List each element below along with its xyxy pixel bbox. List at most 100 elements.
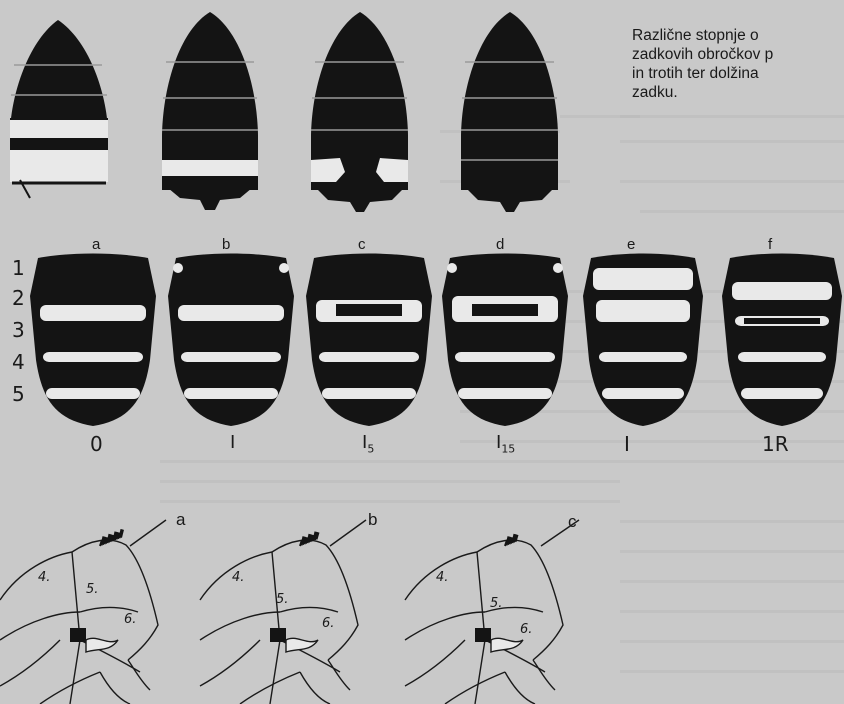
segment-band [43,352,143,362]
outline-stroke [280,608,338,613]
segment-number-5: 5 [12,382,25,406]
side-b-seg-4: 4. [232,570,244,585]
background-line [620,180,844,183]
side-c-seg-4: 4. [436,570,448,585]
label-e: e [627,236,635,253]
background-line [620,115,844,118]
segment-band [732,282,832,300]
outline-stroke [200,612,280,640]
side-c-seg-6: 6. [520,622,532,637]
outline-stroke [40,672,100,704]
sting-chamber [491,638,523,652]
segment-body [306,254,432,427]
background-line [620,140,844,143]
segment-band [602,388,684,399]
segment-body [30,254,156,427]
abdomen-top-c [311,12,408,212]
segment-band [46,388,140,399]
outline-stroke [445,672,505,704]
side-b-seg-5: 5. [276,592,288,607]
segment-band [458,388,552,399]
dark-gland [70,628,86,642]
segment-spot [279,263,289,273]
grade-label-0: 0 [90,432,103,456]
side-label-c: c [568,512,577,532]
background-line [640,210,844,213]
grade-label-1R: 1R [762,432,789,456]
hair-patch [300,532,319,546]
outline-stroke [128,660,150,690]
segment-number-4: 4 [12,350,25,374]
outline-stroke [505,672,535,704]
grade-label-1-15-sub: 15 [501,443,515,456]
side-view-b [200,520,366,704]
outline-stroke [0,640,60,686]
segment-diagram-4 [442,254,568,427]
background-line [160,460,844,463]
pointer-line [330,520,366,546]
segment-spot [447,263,457,273]
segment-band [319,352,419,362]
segment-diagram-2 [168,254,294,427]
abdomen-top-d [461,12,558,212]
segment-band [741,388,823,399]
segment-body [168,254,294,427]
outline-stroke [328,660,350,690]
label-d: d [496,236,504,253]
segment-notch [472,304,538,316]
sting-chamber [286,638,318,652]
grade-label-1-5: I5 [362,432,374,456]
outline-stroke [100,672,130,704]
side-a-seg-5: 5. [86,582,98,597]
label-b: b [222,236,230,253]
side-c-seg-5: 5. [490,596,502,611]
segment-number-2: 2 [12,286,25,310]
abdomen-top-a [10,20,108,198]
label-c: c [358,236,366,253]
segment-band [593,268,693,290]
side-view-row [0,520,579,704]
top-abdomen-row [10,12,558,212]
segment-diagram-1 [30,254,156,427]
segment-spot [553,263,563,273]
background-line [620,610,844,613]
caption-line-1: Različne stopnje o [632,26,842,45]
caption-line-3: in trotih ter dolžina [632,64,842,83]
segment-notch [336,304,402,316]
grade-label-I: I [624,432,630,456]
segment-band [599,352,687,362]
label-a: a [92,236,100,253]
label-f: f [768,236,772,253]
segment-spot [173,263,183,273]
segment-diagram-3 [306,254,432,427]
dark-gland [475,628,491,642]
segment-grade-row [30,254,842,427]
outline-stroke [240,672,300,704]
hair-patch [100,529,123,546]
segment-band [40,305,146,321]
hair-patch [505,534,518,546]
pointer-line [130,520,166,546]
background-line [620,520,844,523]
background-line [160,480,620,483]
segment-band [738,352,826,362]
segment-band [184,388,278,399]
side-view-c [405,520,579,704]
side-a-seg-6: 6. [124,612,136,627]
caption-line-2: zadkovih obročkov p [632,45,842,64]
segment-bar [744,318,820,324]
outline-stroke [200,640,260,686]
sting-chamber [86,638,118,652]
segment-diagram-5 [583,254,703,427]
outline-stroke [405,640,465,686]
side-label-a: a [176,510,185,530]
segment-number-1: 1 [12,256,25,280]
outline-stroke [0,552,72,600]
segment-body [442,254,568,427]
background-line [620,550,844,553]
segment-number-3: 3 [12,318,25,342]
background-line [620,640,844,643]
segment-band [181,352,281,362]
side-label-b: b [368,510,377,530]
